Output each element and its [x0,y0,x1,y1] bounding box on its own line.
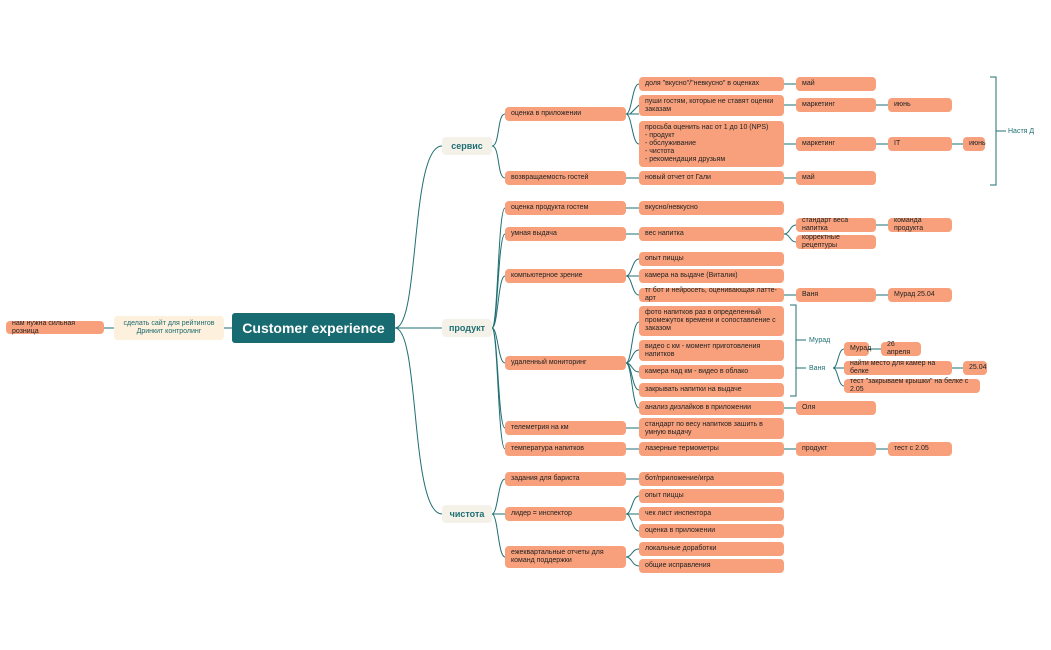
quarterly-node[interactable]: ежеквартальные отчеты для команд поддерж… [505,546,626,568]
april26-node[interactable]: 26 апреля [881,341,921,356]
nps-node[interactable]: просьба оценить нас от 1 до 10 (NPS) - п… [639,121,784,167]
photo-node[interactable]: фото напитков раз в определенный промежу… [639,306,784,336]
murad-label: Мурад [809,336,831,344]
local-fixes-node[interactable]: локальные доработки [639,542,784,556]
nps-team-node[interactable]: IT [888,137,952,151]
guest-rating-node[interactable]: оценка продукта гостем [505,201,626,215]
tasty-node[interactable]: вкусно/невкусно [639,201,784,215]
telemetry-std-node[interactable]: стандарт по весу напитков зашить в умную… [639,418,784,439]
cam-handout-node[interactable]: камера на выдаче (Виталик) [639,269,784,283]
branch-cleanliness[interactable]: чистота [442,505,492,523]
murad-node[interactable]: Мурад [844,342,871,356]
product-team-node[interactable]: команда продукта [888,217,952,232]
date-25-04-node[interactable]: 25.04 [963,361,987,375]
telemetry-node[interactable]: телеметрия на км [505,421,626,435]
responsible-label: Настя Д [1008,127,1035,135]
murad-date-node[interactable]: Мурад 25.04 [888,288,952,302]
temp-owner-node[interactable]: продукт [796,442,876,456]
branch-product[interactable]: продукт [442,319,492,337]
remote-monitoring-node[interactable]: удаленный мониторинг [505,356,626,370]
app-rating-node[interactable]: оценка в приложении [505,107,626,121]
smart-handout-node[interactable]: умная выдача [505,227,626,241]
branch-service[interactable]: сервис [442,137,492,155]
clean-app-rating-node[interactable]: оценка в приложении [639,524,784,538]
push-node[interactable]: пуши гостям, которые не ставят оценки за… [639,95,784,116]
clean-pizza-exp-node[interactable]: опыт пиццы [639,489,784,503]
vision-node[interactable]: компьютерное зрение [505,269,626,283]
temp-test-node[interactable]: тест с 2.05 [888,442,952,456]
temp-node[interactable]: температура напитков [505,442,626,456]
find-place-node[interactable]: найти место для камер на белке [844,360,952,375]
bot-app-node[interactable]: бот/приложение/игра [639,472,784,486]
video-km-node[interactable]: видео с км - момент приготовления напитк… [639,340,784,361]
return-when-node[interactable]: май [796,171,876,185]
root-node[interactable]: Customer experience [232,313,395,343]
recipes-node[interactable]: корректные рецептуры [796,234,876,249]
return-node[interactable]: возвращаемость гостей [505,171,626,185]
push-owner-node[interactable]: маркетинг [796,98,876,112]
lids-test-node[interactable]: тест "закрываем крышки" на белке с 2.05 [844,378,980,393]
nps-owner-node[interactable]: маркетинг [796,137,876,151]
olya-node[interactable]: Оля [796,401,876,415]
checklist-node[interactable]: чек лист инспектора [639,507,784,521]
weight-node[interactable]: вес напитка [639,227,784,241]
leader-node[interactable]: лидер = инспектор [505,507,626,521]
push-when-node[interactable]: июнь [888,98,952,112]
pizza-exp-node[interactable]: опыт пиццы [639,252,784,266]
vanya-node[interactable]: Ваня [796,288,876,302]
vanya-label: Ваня [809,364,826,372]
tg-bot-node[interactable]: тг бот и нейросеть, оценивающая латте-ар… [639,287,784,302]
general-fixes-node[interactable]: общие исправления [639,559,784,573]
barista-tasks-node[interactable]: задания для бариста [505,472,626,486]
tasty-share-node[interactable]: доля "вкусно"/"невкусно" в оценках [639,77,784,91]
dislike-analysis-node[interactable]: анализ дизлайков в приложении [639,401,784,415]
close-lids-node[interactable]: закрывать напитки на выдаче [639,383,784,397]
laser-node[interactable]: лазерные термометры [639,442,784,456]
tasty-share-when-node[interactable]: май [796,77,876,91]
cam-km-node[interactable]: камера над км - видео в облако [639,365,784,379]
goal-node[interactable]: сделать сайт для рейтингов Дринкит контр… [114,316,224,340]
return-report-node[interactable]: новый отчет от Гали [639,171,784,185]
weight-std-node[interactable]: стандарт веса напитка [796,217,876,232]
need-node[interactable]: нам нужна сильная розница [6,320,104,335]
nps-when-node[interactable]: июнь [963,137,986,151]
